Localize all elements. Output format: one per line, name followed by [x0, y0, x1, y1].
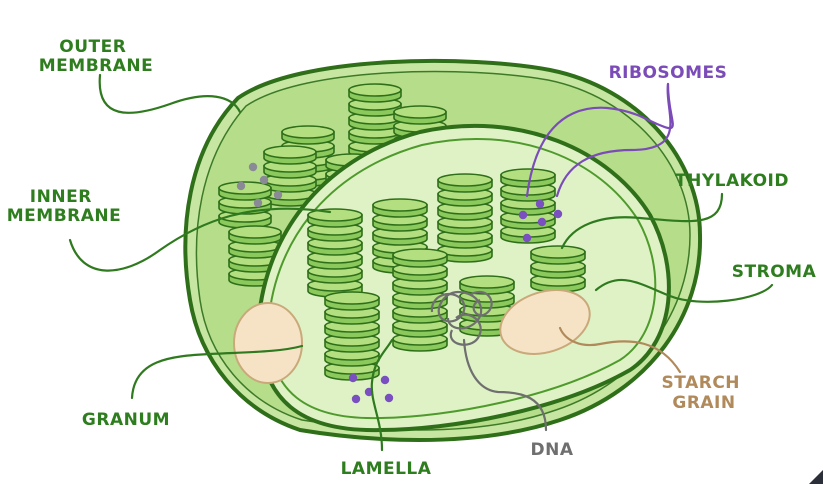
granum-stack-5 — [324, 291, 380, 381]
thylakoid-disc — [228, 225, 282, 239]
starch-grain-left — [233, 302, 303, 384]
thylakoid-disc — [392, 248, 448, 262]
outer-ribosome-dot — [236, 181, 246, 191]
thylakoid-disc — [437, 173, 493, 187]
thylakoid-disc — [372, 198, 428, 212]
outer-membrane-leader — [98, 73, 242, 114]
stroma-leader — [594, 278, 774, 303]
label-inner-membrane-line1: INNER — [30, 187, 92, 207]
corner-marker — [809, 470, 823, 484]
ribosome-dot — [351, 394, 361, 404]
outer-ribosome-dots — [236, 162, 283, 208]
ribosome-dot — [522, 233, 532, 243]
ribosome-dot — [537, 217, 547, 227]
outer-ribosome-dot — [273, 190, 283, 200]
label-starch-grain: STARCH GRAIN — [662, 373, 747, 413]
label-ribosomes: RIBOSOMES — [609, 63, 728, 83]
label-outer-membrane-line1: OUTER — [59, 37, 126, 57]
inner-membrane-leader — [68, 207, 332, 272]
lamella-leader — [370, 338, 394, 452]
granum-leader — [130, 344, 304, 400]
thylakoid-disc — [348, 83, 402, 97]
granum-stack-8 — [530, 245, 586, 293]
dna-leader — [462, 338, 548, 432]
ribosome-dot — [380, 375, 390, 385]
label-starch-grain-line2: GRAIN — [672, 393, 735, 413]
label-outer-membrane: OUTER MEMBRANE — [39, 37, 154, 76]
thylakoid-disc — [281, 125, 335, 139]
ribosome-dot — [348, 373, 358, 383]
label-granum: GRANUM — [82, 410, 170, 430]
front-thylakoid-stacks — [307, 168, 586, 381]
thylakoid-disc — [307, 208, 363, 222]
outer-ribosome-dot — [259, 175, 269, 185]
thylakoid-disc — [218, 181, 272, 195]
thylakoid-disc — [459, 275, 515, 289]
starch-grain-leader — [558, 326, 682, 374]
label-lamella: LAMELLA — [341, 459, 432, 479]
label-inner-membrane: INNER MEMBRANE — [7, 187, 122, 226]
outer-ribosome-dot — [253, 198, 263, 208]
ribosome-dot — [553, 209, 563, 219]
inner-membrane-cut-rim — [266, 138, 657, 420]
ribosome-dot — [518, 210, 528, 220]
label-stroma: STROMA — [732, 262, 817, 282]
ribosomes-leader-2 — [555, 82, 672, 198]
back-granum-stack-4 — [263, 145, 317, 207]
thylakoid-disc — [393, 105, 447, 119]
ribosome-dot — [384, 393, 394, 403]
thylakoid-disc — [530, 245, 586, 259]
granum-stack-7 — [500, 168, 556, 244]
label-starch-grain-line1: STARCH — [662, 373, 740, 393]
label-thylakoid: THYLAKOID — [675, 171, 789, 191]
label-dna: DNA — [531, 440, 574, 460]
thylakoid-disc — [263, 145, 317, 159]
label-outer-membrane-line2: MEMBRANE — [39, 56, 154, 76]
granum-stack-4 — [392, 248, 448, 352]
back-granum-stack-5 — [218, 181, 272, 229]
ribosome-dot — [535, 199, 545, 209]
granum-stack-3 — [307, 208, 363, 298]
outer-ribosome-dot — [248, 162, 258, 172]
granum-stack-1 — [437, 173, 493, 263]
dna-loop — [430, 290, 493, 346]
thylakoid-leader — [560, 192, 724, 250]
thylakoid-disc — [324, 291, 380, 305]
ribosomes-leader-1 — [525, 82, 674, 198]
thylakoid-disc — [500, 168, 556, 182]
label-inner-membrane-line2: MEMBRANE — [7, 206, 122, 226]
